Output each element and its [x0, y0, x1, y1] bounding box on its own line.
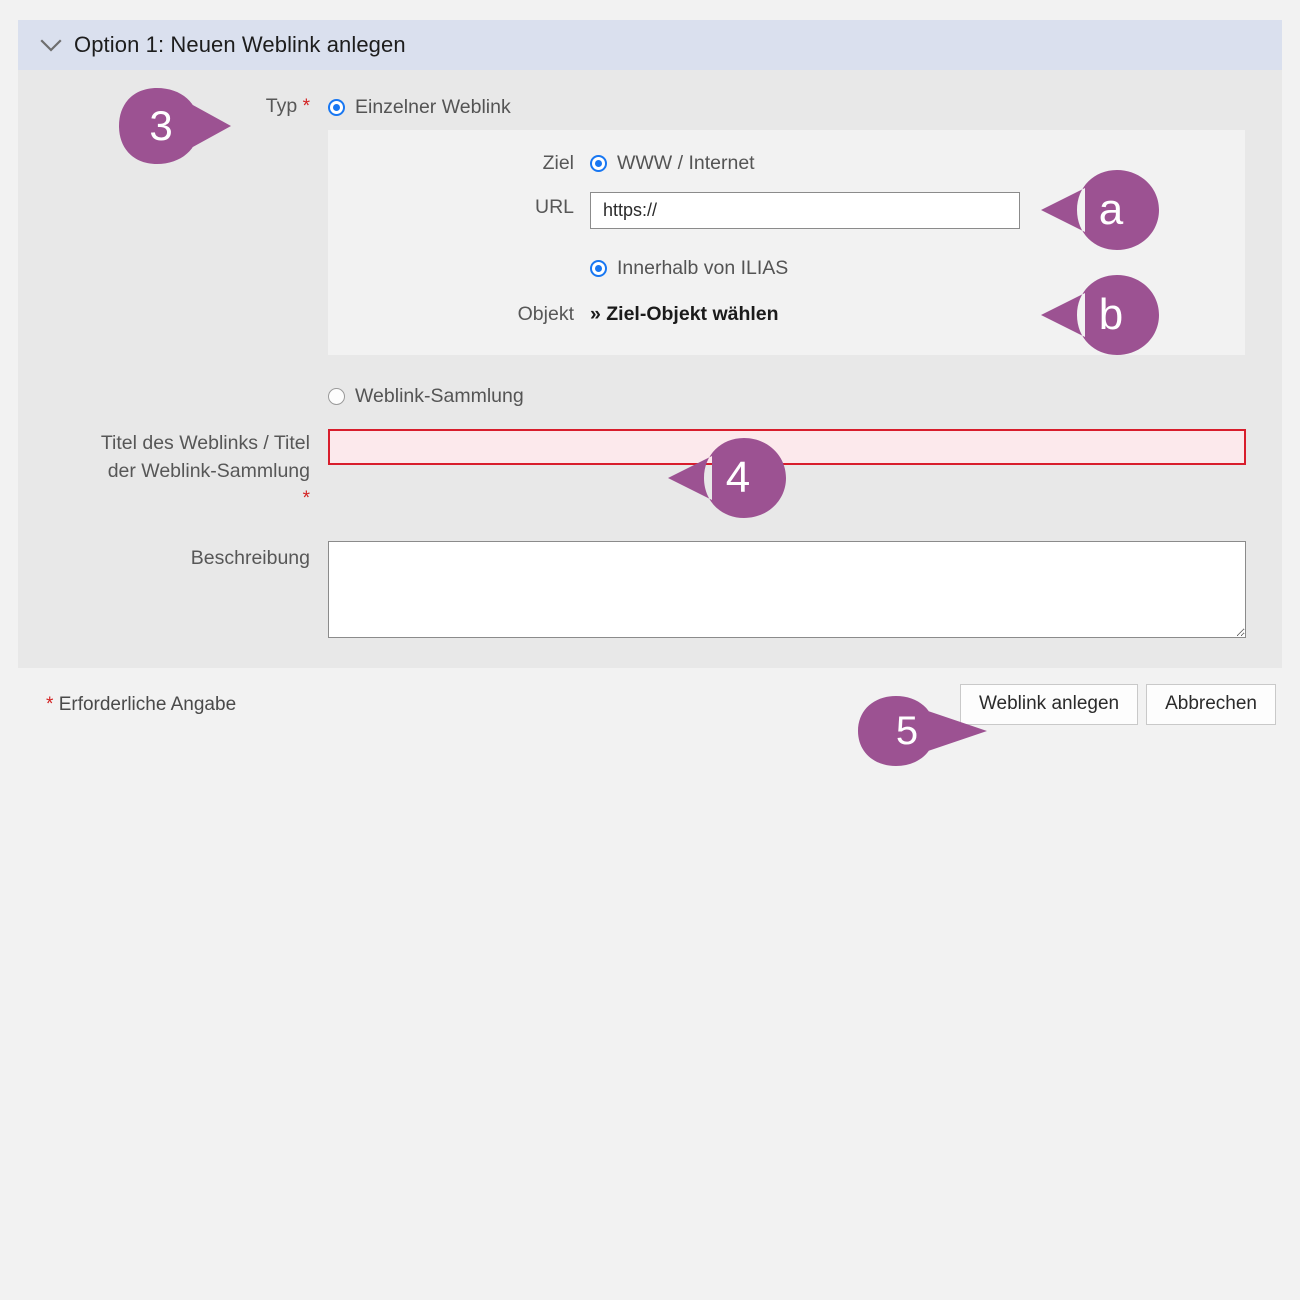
- target-row: Ziel WWW / Internet: [328, 148, 1245, 178]
- url-control: [590, 192, 1245, 229]
- url-row: URL: [328, 192, 1245, 229]
- radio-weblink-collection-label: Weblink-Sammlung: [355, 384, 524, 407]
- title-input[interactable]: [328, 429, 1246, 465]
- required-note-star: *: [46, 693, 54, 715]
- type-label: Typ *: [18, 92, 328, 121]
- description-control: [328, 541, 1282, 638]
- radio-www-internet-indicator[interactable]: [590, 154, 607, 172]
- radio-inside-ilias-indicator[interactable]: [590, 259, 607, 277]
- weblink-form-panel: Option 1: Neuen Weblink anlegen Typ * Ei…: [18, 20, 1282, 741]
- panel-footer: * Erforderliche Angabe Weblink anlegen A…: [18, 668, 1282, 741]
- description-label: Beschreibung: [190, 547, 310, 569]
- panel-title: Option 1: Neuen Weblink anlegen: [74, 32, 406, 57]
- title-required-star: *: [302, 488, 310, 509]
- description-textarea[interactable]: [328, 541, 1246, 638]
- description-row: Beschreibung: [18, 541, 1282, 668]
- type-label-text: Typ: [265, 95, 298, 117]
- radio-www-internet[interactable]: WWW / Internet: [590, 148, 1245, 178]
- ilias-row: Innerhalb von ILIAS: [328, 253, 1245, 283]
- target-controls: WWW / Internet: [590, 148, 1245, 178]
- title-label-line2: der Weblink-Sammlung: [107, 460, 310, 482]
- title-label: Titel des Weblinks / Titel der Weblink-S…: [18, 429, 328, 513]
- radio-weblink-collection[interactable]: Weblink-Sammlung: [328, 381, 1282, 411]
- type-row: Typ * Einzelner Weblink Ziel: [18, 70, 1282, 411]
- radio-single-weblink-indicator[interactable]: [328, 98, 345, 116]
- required-note: * Erforderliche Angabe: [46, 694, 236, 716]
- title-control: [328, 429, 1282, 465]
- chevron-down-icon[interactable]: [38, 32, 64, 58]
- panel-body: Typ * Einzelner Weblink Ziel: [18, 70, 1282, 668]
- required-note-text: Erforderliche Angabe: [58, 693, 237, 715]
- select-target-object-link[interactable]: » Ziel-Objekt wählen: [590, 303, 779, 325]
- target-subpanel: Ziel WWW / Internet URL: [328, 130, 1245, 355]
- title-label-line1: Titel des Weblinks / Titel: [100, 432, 310, 454]
- url-label: URL: [534, 196, 574, 218]
- radio-inside-ilias[interactable]: Innerhalb von ILIAS: [590, 253, 1245, 283]
- radio-single-weblink-label: Einzelner Weblink: [355, 95, 511, 118]
- url-input[interactable]: [590, 192, 1020, 229]
- cancel-button[interactable]: Abbrechen: [1146, 684, 1276, 725]
- radio-www-internet-label: WWW / Internet: [617, 151, 755, 174]
- object-control: » Ziel-Objekt wählen: [590, 299, 1245, 329]
- radio-inside-ilias-label: Innerhalb von ILIAS: [617, 256, 789, 279]
- title-row: Titel des Weblinks / Titel der Weblink-S…: [18, 429, 1282, 513]
- target-label: Ziel: [542, 152, 574, 174]
- type-required-star: *: [302, 96, 310, 117]
- footer-buttons: Weblink anlegen Abbrechen: [959, 684, 1276, 725]
- object-label: Objekt: [517, 303, 574, 325]
- radio-single-weblink[interactable]: Einzelner Weblink: [328, 92, 1282, 122]
- radio-weblink-collection-indicator[interactable]: [328, 387, 345, 405]
- type-controls: Einzelner Weblink Ziel WWW / Internet: [328, 92, 1282, 411]
- ilias-controls: Innerhalb von ILIAS: [590, 253, 1245, 283]
- panel-header[interactable]: Option 1: Neuen Weblink anlegen: [18, 20, 1282, 70]
- object-row: Objekt » Ziel-Objekt wählen: [328, 299, 1245, 329]
- create-weblink-button[interactable]: Weblink anlegen: [959, 684, 1139, 725]
